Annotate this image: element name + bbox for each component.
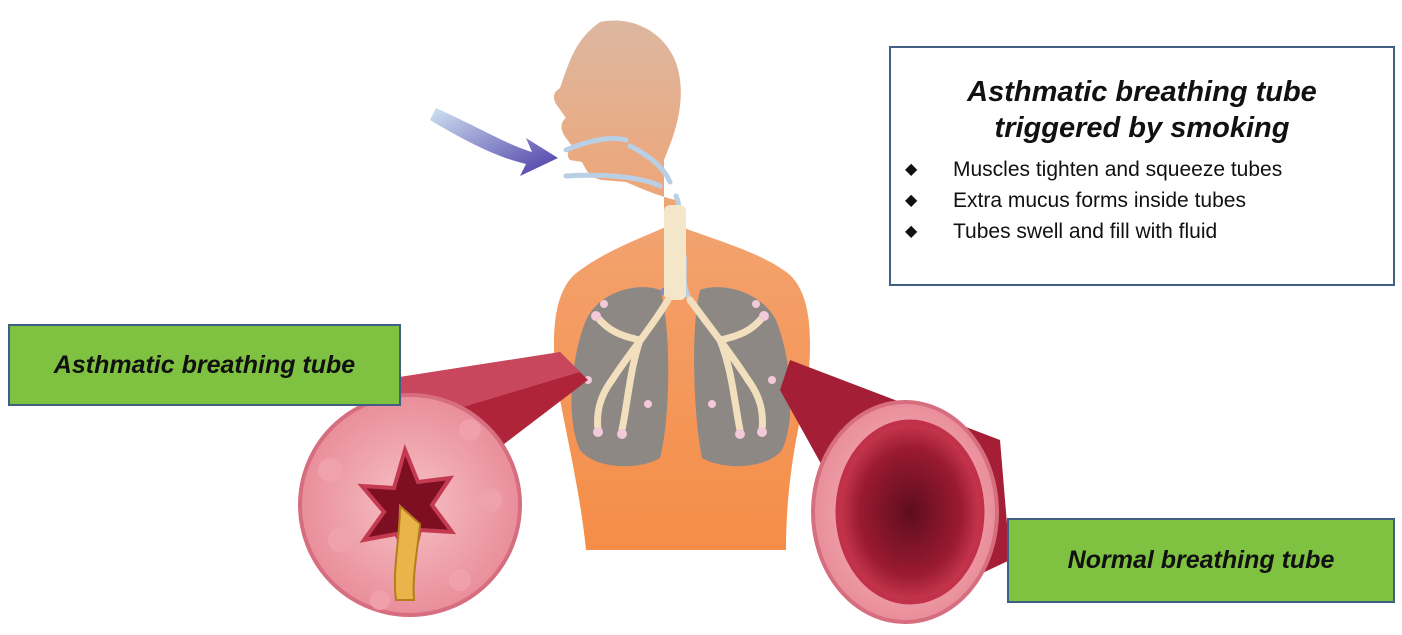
list-item: ◆ Muscles tighten and squeeze tubes: [901, 154, 1383, 185]
list-item-text: Tubes swell and fill with fluid: [953, 220, 1217, 243]
trachea: [664, 205, 686, 300]
diamond-bullet-icon: ◆: [905, 216, 917, 247]
normal-airway-cross-section: [780, 360, 1010, 622]
list-item: ◆ Extra mucus forms inside tubes: [901, 185, 1383, 216]
list-item-text: Muscles tighten and squeeze tubes: [953, 158, 1282, 181]
list-item: ◆ Tubes swell and fill with fluid: [901, 216, 1383, 247]
asthmatic-tube-label: Asthmatic breathing tube: [8, 324, 401, 406]
normal-tube-label: Normal breathing tube: [1007, 518, 1395, 603]
inhale-arrow-icon: [430, 108, 558, 176]
info-box-title: Asthmatic breathing tube triggered by sm…: [901, 74, 1383, 146]
diamond-bullet-icon: ◆: [905, 154, 917, 185]
symptom-list: ◆ Muscles tighten and squeeze tubes ◆ Ex…: [901, 154, 1383, 247]
smoking-trigger-info-box: Asthmatic breathing tube triggered by sm…: [889, 46, 1395, 286]
diamond-bullet-icon: ◆: [905, 185, 917, 216]
list-item-text: Extra mucus forms inside tubes: [953, 189, 1246, 212]
